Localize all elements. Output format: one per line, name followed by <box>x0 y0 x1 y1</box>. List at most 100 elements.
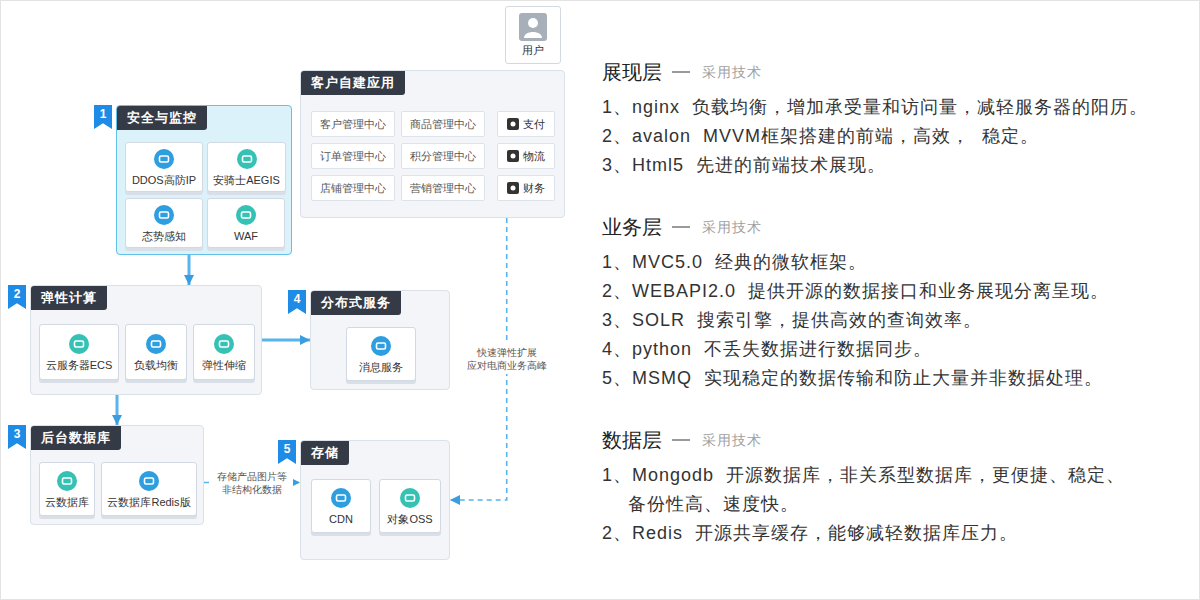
user-icon <box>519 13 547 41</box>
service-icon <box>236 148 258 170</box>
icon-dot <box>511 122 516 127</box>
service-icon <box>370 335 392 357</box>
icon-glyph <box>406 495 415 501</box>
tech-item: 3、Html5 先进的前端技术展现。 <box>602 153 886 177</box>
icon-square <box>507 182 519 194</box>
icon-glyph <box>75 341 84 347</box>
section-subtitle: 采用技术 <box>702 62 762 82</box>
icon-disc <box>139 471 159 491</box>
section-heading: 展现层 <box>602 58 662 86</box>
service-item: 云服务器ECS <box>39 324 119 380</box>
service-icon <box>56 470 78 492</box>
function-icon <box>507 182 519 194</box>
flow-arrow <box>188 255 191 285</box>
service-icon <box>399 487 421 509</box>
node-label: 云服务器ECS <box>46 359 113 372</box>
panel-title: 弹性计算 <box>31 286 107 310</box>
callout-number: 2 <box>8 285 26 309</box>
node-label: 支付 <box>523 118 545 131</box>
callout-number: 3 <box>8 425 26 449</box>
icon-disc <box>69 334 89 354</box>
node-label: 对象OSS <box>387 513 432 526</box>
node-label: 商品管理中心 <box>410 118 476 131</box>
service-icon <box>330 487 352 509</box>
node-label: 营销管理中心 <box>410 182 476 195</box>
module-box: 营销管理中心 <box>401 175 485 201</box>
icon-dot <box>511 154 516 159</box>
icon-glyph <box>152 341 161 347</box>
user-box: 用户 <box>505 6 561 64</box>
tech-item: 2、avalon MVVM框架搭建的前端，高效， 稳定。 <box>602 124 1039 148</box>
edge-label: 存储产品图片等 非结构化数据 <box>211 468 293 498</box>
service-item: DDOS高防IP <box>125 142 203 192</box>
service-item: 消息服务 <box>346 327 416 381</box>
icon-square <box>507 118 519 130</box>
group-panel: 存储 CDN 对象OSS <box>300 440 450 560</box>
icon-head <box>528 18 538 28</box>
service-item: 云数据库 <box>39 462 95 516</box>
section-heading: 业务层 <box>602 213 662 241</box>
node-label: 弹性伸缩 <box>202 359 246 372</box>
service-icon <box>153 204 175 226</box>
service-icon <box>213 333 235 355</box>
section-subtitle: 采用技术 <box>702 430 762 450</box>
node-label: 用户 <box>522 44 544 57</box>
icon-disc <box>400 488 420 508</box>
callout-number: 4 <box>288 290 306 314</box>
group-panel: 客户自建应用客户管理中心订单管理中心商品管理中心积分管理中心营销管理中心店铺管理… <box>300 70 565 218</box>
panel-title: 存储 <box>301 441 349 465</box>
service-icon <box>145 333 167 355</box>
service-item: CDN <box>311 479 371 533</box>
tech-item: 3、SOLR 搜索引擎，提供高效的查询效率。 <box>602 308 982 332</box>
service-item: WAF <box>207 198 285 248</box>
service-icon <box>153 148 175 170</box>
icon-glyph <box>160 212 169 218</box>
node-label: WAF <box>234 230 258 243</box>
icon-disc <box>371 336 391 356</box>
icon-glyph <box>377 343 386 349</box>
heading-dash <box>672 439 690 441</box>
icon-disc <box>331 488 351 508</box>
tech-item: 2、Redis 开源共享缓存，能够减轻数据库压力。 <box>602 521 1018 545</box>
flow-arrow <box>262 339 310 342</box>
edge-label: 快速弹性扩展 应对电商业务高峰 <box>461 344 553 374</box>
icon-glyph <box>242 156 251 162</box>
function-box: 支付 <box>497 111 555 137</box>
icon-disc <box>154 149 174 169</box>
icon-glyph <box>145 478 154 484</box>
icon-disc <box>154 205 174 225</box>
node-label: 客户管理中心 <box>320 118 386 131</box>
icon-square <box>507 150 519 162</box>
node-label: CDN <box>329 513 353 526</box>
node-label: 云数据库Redis版 <box>107 496 190 509</box>
panel-title: 客户自建应用 <box>301 71 405 95</box>
heading-dash <box>672 71 690 73</box>
node-label: 负载均衡 <box>134 359 178 372</box>
module-box: 店铺管理中心 <box>311 175 395 201</box>
tech-item: 1、Mongodb 开源数据库，非关系型数据库，更便捷、稳定、 备份性高、速度快… <box>602 461 1132 519</box>
node-label: 态势感知 <box>142 230 186 243</box>
icon-disc <box>214 334 234 354</box>
section-heading: 数据层 <box>602 426 662 454</box>
function-box: 物流 <box>497 143 555 169</box>
service-item: 负载均衡 <box>125 324 187 380</box>
module-box: 商品管理中心 <box>401 111 485 137</box>
tech-item: 2、WEBAPI2.0 提供开源的数据接口和业务展现分离呈现。 <box>602 279 1109 303</box>
tech-item: 4、python 不丢失数据进行数据同步。 <box>602 337 932 361</box>
group-panel: 安全与监控DDOS高防IP安骑士AEGIS态势感知WAF <box>116 105 292 255</box>
service-icon <box>68 333 90 355</box>
function-icon <box>507 118 519 130</box>
panel-title: 安全与监控 <box>117 106 207 130</box>
callout-number: 1 <box>94 105 112 129</box>
panel-title: 后台数据库 <box>31 426 121 450</box>
heading-dash <box>672 226 690 228</box>
icon-disc <box>57 471 77 491</box>
panel-title: 分布式服务 <box>311 291 401 315</box>
tech-item: 5、MSMQ 实现稳定的数据传输和防止大量并非数据处理。 <box>602 366 1103 390</box>
service-item: 对象OSS <box>379 479 441 533</box>
icon-disc <box>146 334 166 354</box>
icon-glyph <box>242 212 251 218</box>
